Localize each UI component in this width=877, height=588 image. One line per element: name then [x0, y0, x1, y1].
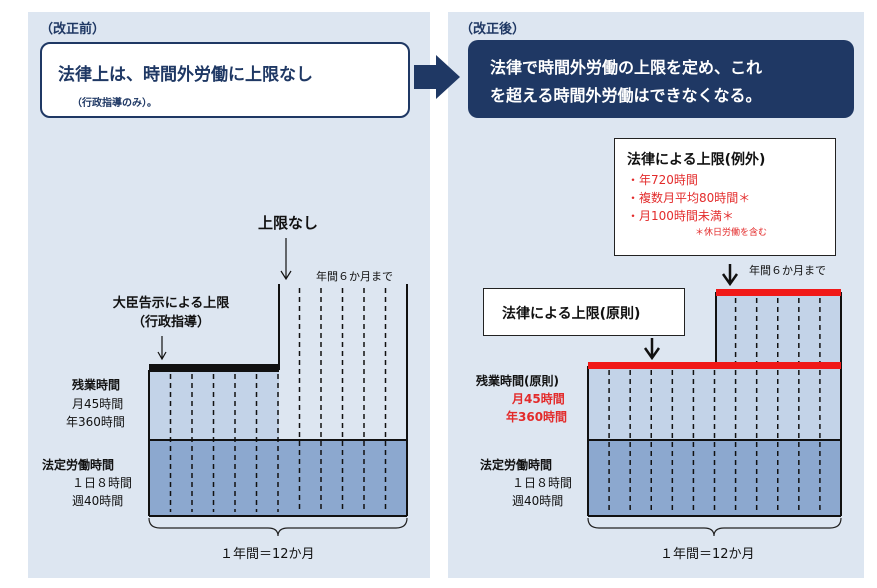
transition-arrow-icon — [414, 55, 460, 99]
exception-limit-red-bar — [716, 289, 841, 296]
principle-limit-red-bar — [588, 362, 841, 369]
minister-limit-sublabel: （行政指導） — [131, 315, 210, 330]
no-limit-pointer-arrow — [280, 238, 292, 281]
after-summary-box: 法律で時間外労働の上限を定め、これ を超える時間外労働はできなくなる。 — [468, 40, 854, 118]
after-summary-line-2: を超える時間外労働はできなくなる。 — [490, 86, 762, 105]
before-title: （改正前） — [40, 22, 106, 37]
principle-limit-box: 法律による上限(原則) — [483, 288, 685, 336]
exception-item-annual: ・年720時間 — [627, 173, 698, 187]
after-year-brace — [587, 517, 842, 537]
after-month-dividers — [608, 298, 821, 512]
after-diagram — [587, 264, 842, 537]
principle-pointer-arrow — [643, 338, 661, 361]
before-year-brace — [148, 517, 408, 537]
after-legal-label: 法定労働時間 — [480, 458, 553, 472]
exception-limit-title: 法律による上限(例外) — [627, 152, 766, 168]
principle-limit-title: 法律による上限(原則) — [502, 306, 641, 322]
exception-item-monthly: ・月100時間未満＊ — [627, 209, 734, 223]
after-legal-day: １日８時間 — [512, 476, 573, 490]
before-year-label: １年間＝12か月 — [220, 547, 315, 562]
before-diagram — [148, 238, 408, 537]
before-minister-limit-bar — [149, 364, 279, 372]
before-summary-note: （行政指導のみ）。 — [72, 98, 157, 109]
after-six-months-label: 年間６か月まで — [749, 264, 826, 277]
before-summary-text: 法律上は、時間外労働に上限なし — [58, 65, 313, 85]
after-legal-week: 週40時間 — [512, 494, 564, 508]
before-month-dividers — [169, 288, 387, 512]
after-title: （改正後） — [460, 22, 526, 37]
after-outline — [587, 292, 842, 517]
after-overtime-label: 残業時間(原則) — [476, 374, 559, 388]
exception-item-average: ・複数月平均80時間＊ — [627, 191, 751, 205]
before-summary-box: 法律上は、時間外労働に上限なし （行政指導のみ）。 — [40, 42, 410, 118]
after-overtime-month: 月45時間 — [512, 392, 565, 406]
before-overtime-month: 月45時間 — [72, 397, 124, 411]
before-legal-day: １日８時間 — [72, 476, 133, 490]
before-six-months-label: 年間６か月まで — [316, 270, 393, 283]
minister-limit-label: 大臣告示による上限 — [112, 296, 230, 311]
after-year-label: １年間＝12か月 — [660, 547, 755, 562]
before-overtime-label: 残業時間 — [72, 378, 121, 392]
exception-limit-box: 法律による上限(例外) ・年720時間 ・複数月平均80時間＊ ・月100時間未… — [614, 138, 836, 256]
before-overtime-year: 年360時間 — [66, 415, 125, 429]
minister-limit-pointer-arrow — [157, 336, 167, 361]
after-overtime-year: 年360時間 — [506, 410, 568, 424]
exception-note: ＊休日労働を含む — [695, 228, 768, 238]
before-legal-week: 週40時間 — [72, 494, 124, 508]
no-limit-label: 上限なし — [258, 214, 319, 232]
before-legal-label: 法定労働時間 — [42, 458, 115, 472]
exception-pointer-arrow — [721, 264, 739, 287]
after-summary-line-1: 法律で時間外労働の上限を定め、これ — [490, 58, 763, 77]
